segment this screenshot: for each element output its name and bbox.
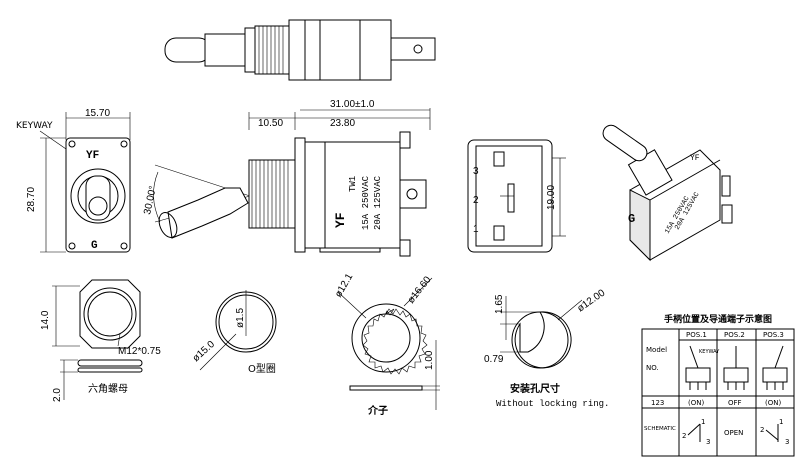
iso-yf-mark: YF [690,154,700,163]
front-width-dim: 15.70 [85,108,110,119]
lock-washer: ø12.1 ø16.60 1.00 介子 [333,271,440,417]
pos3-icon [762,345,788,390]
table-title: 手柄位置及导通端子示意图 [664,313,772,325]
pos1-icon [685,345,711,390]
side-view: 31.00±1.0 10.50 23.80 30.00° YF TW1 15A … [142,99,431,257]
top-view [164,19,436,81]
hole-caption-en: Without locking ring. [496,399,609,409]
washer-outer-dim: ø16.60 [406,274,434,306]
side-model-text: TW1 [348,176,358,192]
iso-g-mark: G [628,212,635,226]
table-pos3-state: (ON) [765,399,781,407]
oring-inner-dim: ø1.5 [235,308,246,328]
side-rating-1: 15A 250VAC [361,175,371,230]
hole-caption-cn: 安装孔尺寸 [510,382,560,395]
svg-text:3: 3 [785,438,789,446]
washer-inner-dim: ø12.1 [333,271,356,299]
table-header-pos2: POS.2 [724,331,745,339]
table-header-pos1: POS.1 [686,331,707,339]
svg-text:1: 1 [701,418,705,426]
front-height-dim: 28.70 [26,187,37,212]
front-view: 15.70 28.70 KEYWAY YF G [16,108,131,253]
nut-thread: M12*0.75 [118,346,161,357]
side-total-dim: 31.00±1.0 [330,99,375,110]
table-header-pos3: POS.3 [763,331,784,339]
mounting-hole: 1.65 0.79 ø12.00 安装孔尺寸 Without locking r… [484,287,609,409]
table-keyway-label: KEYWAY [699,349,720,355]
hex-nut: 14.0 M12*0.75 2.0 六角螺母 [40,279,161,402]
pin-2: 2 [473,195,479,206]
table-no-label: NO. [646,364,659,372]
table-model-label: Model [646,346,667,354]
nut-thickness-dim: 2.0 [52,388,63,402]
table-schematic-label: SCHEMATIC [644,426,676,432]
oring-caption: O型圈 [248,362,276,375]
hole-diameter: ø12.00 [575,287,607,314]
nut-caption: 六角螺母 [88,383,128,395]
washer-caption: 介子 [367,404,388,417]
terminal-height-dim: 19.00 [546,185,557,210]
oring-outer-dim: ø15.0 [191,339,218,365]
svg-text:3: 3 [706,438,710,446]
isometric-view: G YF 15A 250VAC 20A 125VAC [602,124,733,262]
schematic-pos3: 2 1 3 [760,418,789,446]
side-rating-2: 20A 125VAC [373,175,383,230]
terminal-view: 3 2 1 19.00 [467,139,566,253]
side-dim-b: 23.80 [330,118,355,129]
yf-mark: YF [86,150,99,162]
table-row-label: 123 [651,399,664,407]
side-angle: 30.00° [142,185,159,216]
svg-text:2: 2 [682,432,686,440]
pos2-icon [723,346,749,390]
svg-text:2: 2 [760,426,764,434]
pin-3: 3 [473,166,479,177]
svg-text:1: 1 [779,418,783,426]
schematic-pos1: 2 1 3 [682,418,710,446]
washer-thickness-dim: 1.00 [424,350,435,370]
hole-dim-a: 1.65 [494,294,505,314]
side-dim-a: 10.50 [258,118,283,129]
position-table: 手柄位置及导通端子示意图 Model NO. POS.1 POS.2 POS.3… [641,313,795,457]
hole-dim-b: 0.79 [484,354,504,365]
nut-height-dim: 14.0 [40,310,51,330]
side-yf-text: YF [333,212,348,228]
g-mark: G [91,240,98,252]
table-pos2-state: OFF [728,399,742,407]
table-schematic-open: OPEN [724,429,743,437]
pin-1: 1 [473,224,479,235]
table-pos1-state: (ON) [688,399,704,407]
o-ring: ø15.0 ø1.5 O型圈 [191,290,277,375]
keyway-label: KEYWAY [16,121,53,131]
